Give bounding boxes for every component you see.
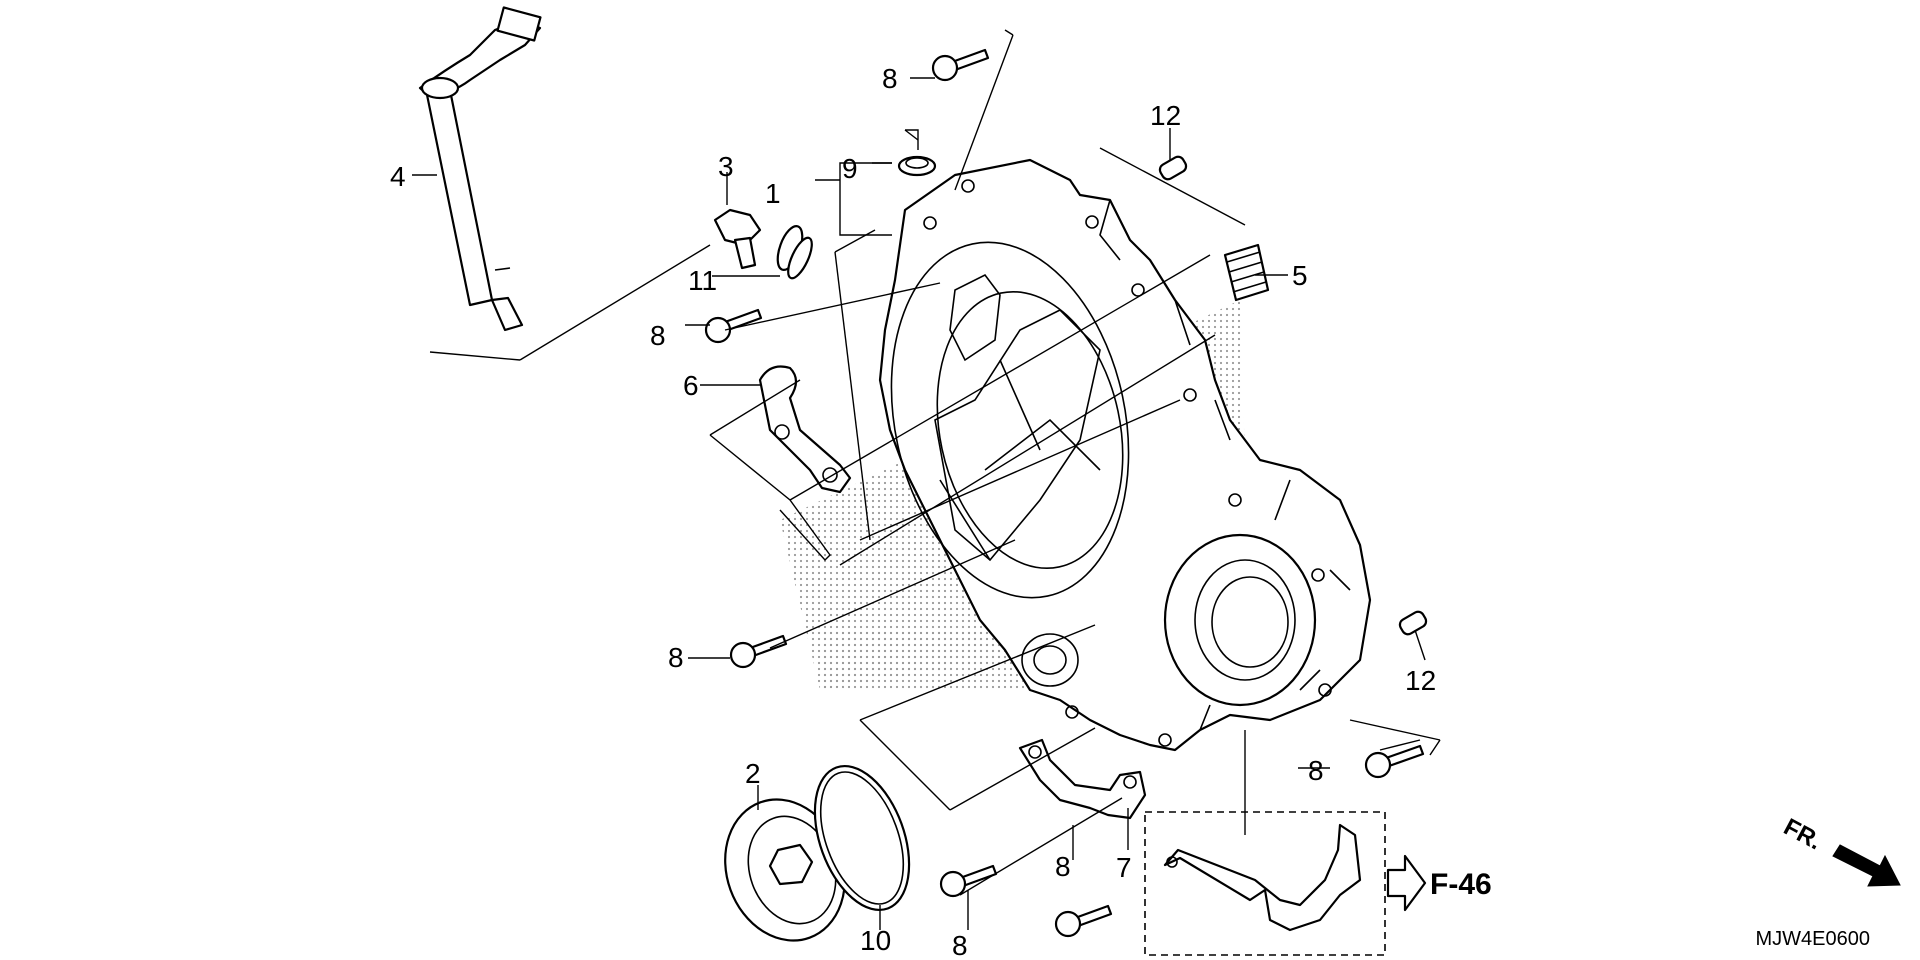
spring — [1223, 243, 1270, 302]
callout-8-top: 8 — [882, 63, 898, 94]
callout-8-lower-left: 8 — [952, 930, 968, 960]
grommet — [897, 155, 937, 177]
leader-lines — [412, 29, 1441, 930]
callout-1: 1 — [765, 178, 781, 209]
crankcase-cover — [878, 158, 1372, 752]
hollow-right-arrow-icon — [1386, 854, 1427, 912]
diagonal-down-right-arrow-icon — [1832, 844, 1901, 887]
dowel-pin-lower — [1398, 610, 1428, 636]
shaft-rod — [418, 6, 542, 332]
o-ring — [813, 764, 911, 912]
bolt-lower-left — [939, 864, 998, 898]
callout-11: 11 — [688, 265, 717, 296]
cap-plug — [724, 798, 846, 942]
callout-2: 2 — [745, 758, 761, 789]
small-o-ring — [787, 236, 813, 280]
callout-8-right: 8 — [1308, 755, 1324, 786]
callout-5: 5 — [1292, 260, 1308, 291]
reference-link[interactable]: F-46 — [1386, 854, 1492, 912]
breather-plug — [713, 208, 804, 271]
reference-label[interactable]: F-46 — [1430, 868, 1492, 901]
callout-3: 3 — [718, 151, 734, 182]
bolt-lower-middle — [1054, 904, 1113, 938]
diagram-code: MJW4E0600 — [1756, 928, 1871, 950]
callout-10: 10 — [860, 925, 891, 956]
callout-6: 6 — [683, 370, 699, 401]
bolt-right — [1364, 744, 1425, 779]
callout-12-lower: 12 — [1405, 665, 1436, 696]
callout-labels: 1 2 3 4 5 6 7 8 8 8 8 8 8 9 10 11 12 12 — [390, 63, 1436, 960]
callout-8-upper-left: 8 — [650, 320, 666, 351]
dowel-pin-upper — [1158, 155, 1188, 181]
front-direction-indicator: FR. — [1779, 813, 1901, 887]
callout-4: 4 — [390, 161, 406, 192]
bracket-upper — [758, 365, 852, 494]
bolt-upper-left — [704, 308, 763, 344]
bolt-top — [931, 48, 990, 82]
reference-frame — [1144, 811, 1386, 956]
bracket-lower — [1018, 738, 1147, 820]
bolt-middle-left — [729, 634, 788, 669]
callout-7: 7 — [1116, 852, 1132, 883]
callout-12-top: 12 — [1150, 100, 1181, 131]
callout-8-lower-middle: 8 — [1055, 851, 1071, 882]
callout-8-middle-left: 8 — [668, 642, 684, 673]
callout-9: 9 — [842, 153, 858, 184]
front-label: FR. — [1779, 813, 1826, 855]
